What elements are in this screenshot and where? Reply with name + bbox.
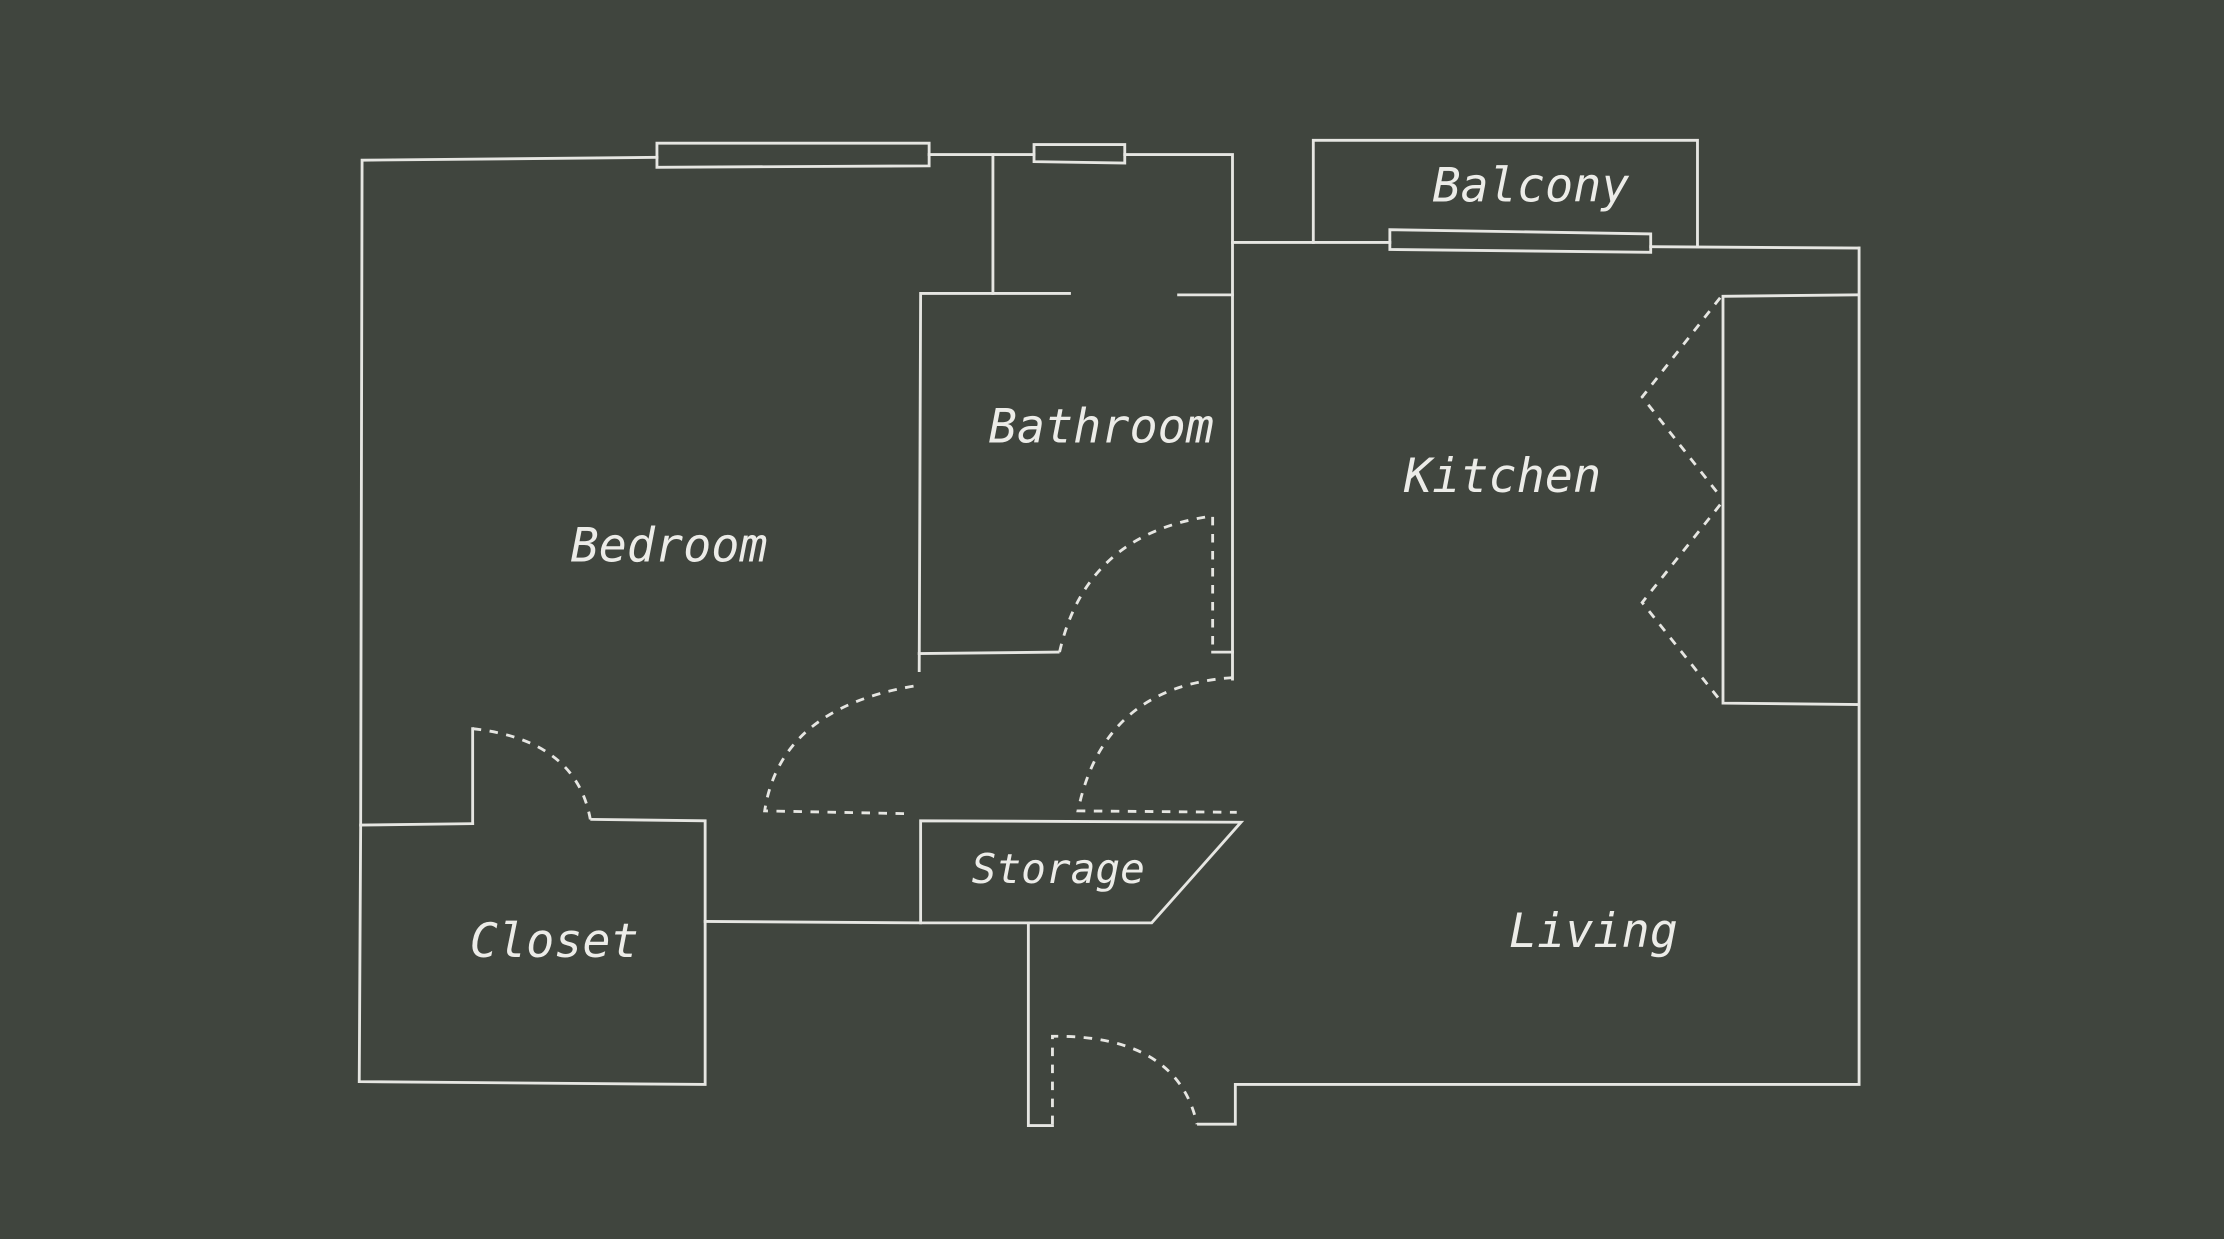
room-label-living: Living bbox=[1509, 905, 1678, 959]
kitchen-door bbox=[1076, 676, 1237, 814]
room-label-bedroom: Bedroom bbox=[570, 519, 767, 573]
entry-door bbox=[1051, 1034, 1199, 1125]
room-label-closet: Closet bbox=[470, 915, 639, 969]
bathroom-wall bbox=[917, 292, 1071, 672]
entry-wall-left bbox=[1026, 921, 1054, 1128]
closet-wall bbox=[357, 817, 707, 1086]
pantry-wall bbox=[1721, 293, 1861, 706]
hallway-wall bbox=[703, 920, 923, 925]
room-label-kitchen: Kitchen bbox=[1403, 450, 1601, 504]
balcony-wall bbox=[1311, 138, 1699, 249]
pantry-bifold-door-upper bbox=[1640, 296, 1722, 498]
bedroom-outer-wall bbox=[359, 155, 659, 827]
bedroom-window bbox=[655, 141, 931, 169]
entry-wall-right bbox=[1197, 246, 1861, 1126]
room-label-balcony: Balcony bbox=[1432, 159, 1629, 213]
bathroom-bottom-wall bbox=[917, 650, 1060, 655]
storage-wall bbox=[919, 819, 1245, 925]
balcony-door-window bbox=[1388, 228, 1653, 254]
pantry-bifold-door-lower bbox=[1640, 503, 1722, 702]
closet-door bbox=[472, 727, 592, 820]
kitchen-top-wall-right bbox=[1649, 245, 1861, 250]
room-label-bathroom: Bathroom bbox=[989, 400, 1214, 454]
room-label-storage: Storage bbox=[972, 845, 1145, 893]
bedroom-door bbox=[763, 684, 914, 816]
bathroom-door bbox=[1058, 514, 1215, 653]
top-wall-right-of-window bbox=[1123, 153, 1234, 681]
bathroom-window bbox=[1032, 143, 1127, 165]
